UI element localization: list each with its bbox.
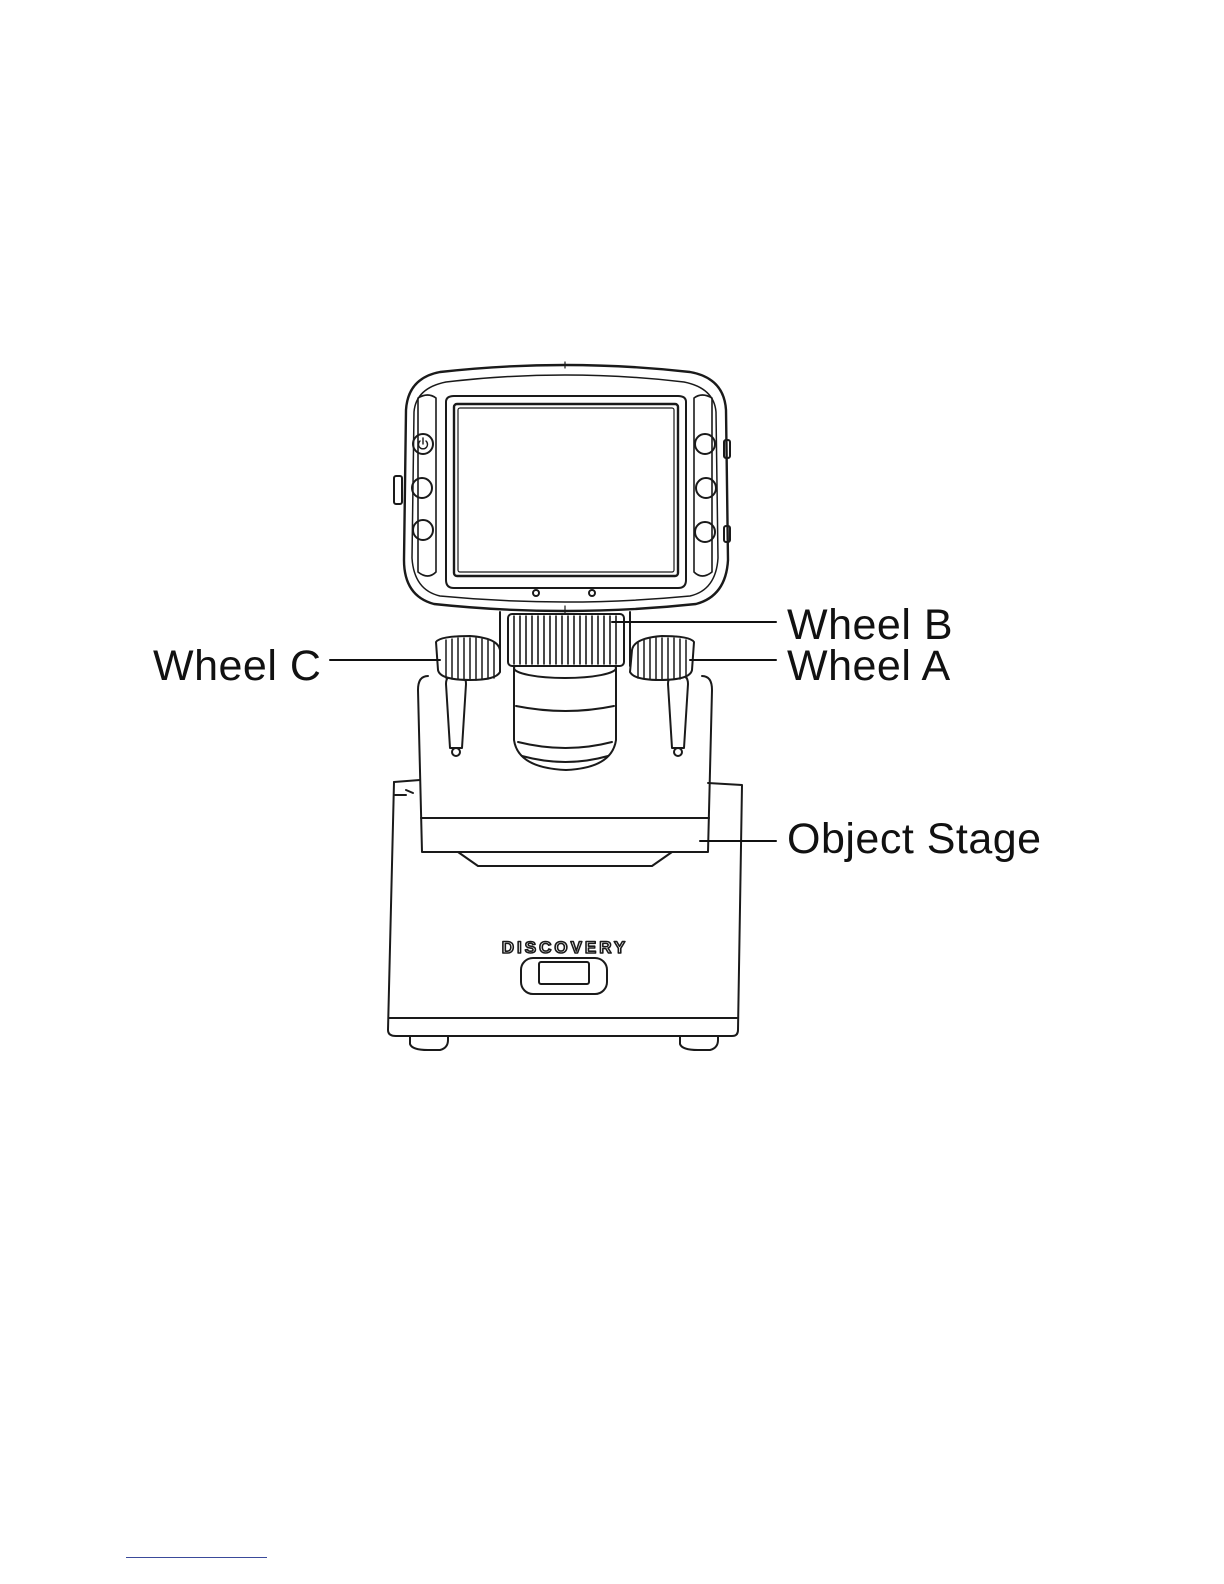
wheel-a xyxy=(630,636,694,680)
base-foot-right xyxy=(680,1036,718,1050)
label-wheel-c: Wheel C xyxy=(153,645,321,688)
label-object-stage: Object Stage xyxy=(787,818,1042,861)
right-post xyxy=(668,674,688,756)
microscope-base: DISCOVERY xyxy=(388,780,742,1050)
brand-logo-text: DISCOVERY xyxy=(502,938,629,957)
footer-rule xyxy=(126,1557,267,1558)
wheel-c xyxy=(436,636,500,680)
wheel-b xyxy=(500,612,630,666)
label-wheel-a: Wheel A xyxy=(787,645,951,688)
label-wheel-b: Wheel B xyxy=(787,604,953,647)
objective-tube xyxy=(514,658,616,770)
object-stage xyxy=(423,818,707,852)
base-foot-left xyxy=(410,1036,448,1050)
screen-housing xyxy=(394,362,730,614)
base-body xyxy=(388,782,742,1036)
left-post xyxy=(446,674,466,756)
screen-shell-outer xyxy=(404,365,728,611)
base-front-slot xyxy=(521,958,607,994)
